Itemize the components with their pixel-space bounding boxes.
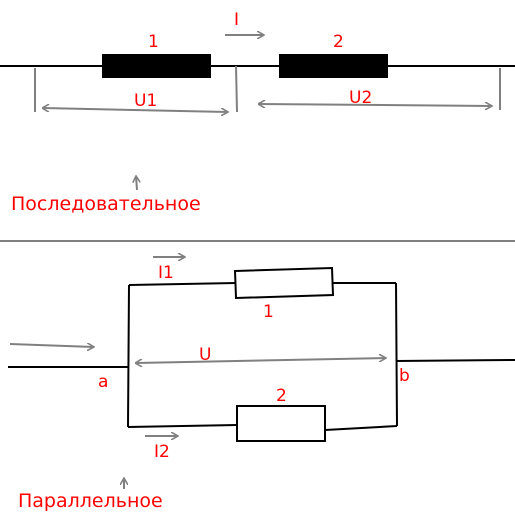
series-u1-arrow (43, 108, 228, 112)
parallel-resistor-2 (236, 405, 326, 442)
parallel-top-wire-left (128, 282, 237, 286)
series-u1-tick-right (235, 65, 238, 113)
series-voltage-2-label: U2 (349, 88, 372, 108)
series-voltage-1-label: U1 (134, 91, 157, 111)
parallel-resistor-2-label: 2 (276, 386, 287, 406)
series-caption-pointer (136, 176, 137, 191)
series-current-label: I (234, 10, 239, 30)
parallel-bottom-wire-left (127, 424, 238, 428)
parallel-voltage-label: U (199, 345, 211, 365)
parallel-current-2-label: I2 (154, 442, 170, 462)
parallel-caption: Параллельное (18, 490, 163, 512)
parallel-voltage-arrow (136, 358, 386, 363)
series-u2-arrow (259, 104, 492, 106)
parallel-input-current-arrow (9, 344, 94, 347)
series-resistor-1-label: 1 (148, 32, 159, 52)
parallel-node-a-label: a (98, 372, 108, 392)
series-resistor-2-label: 2 (333, 32, 344, 52)
parallel-circuit: I1 1 U a b 2 I2 Параллельное (8, 257, 515, 512)
parallel-node-a-bus (127, 284, 130, 428)
series-resistor-1 (102, 54, 211, 78)
series-circuit: I 1 2 U1 U2 Последовательное (0, 10, 515, 215)
parallel-node-b-label: b (399, 366, 410, 386)
parallel-bottom-wire-right (324, 425, 398, 431)
series-caption: Последовательное (11, 193, 201, 215)
parallel-output-wire (395, 359, 515, 362)
parallel-current-1-label: I1 (158, 263, 174, 283)
series-resistor-2 (279, 54, 388, 78)
parallel-resistor-1-label: 1 (263, 302, 274, 322)
parallel-resistor-1 (233, 266, 335, 300)
parallel-node-b-bus (395, 282, 398, 427)
